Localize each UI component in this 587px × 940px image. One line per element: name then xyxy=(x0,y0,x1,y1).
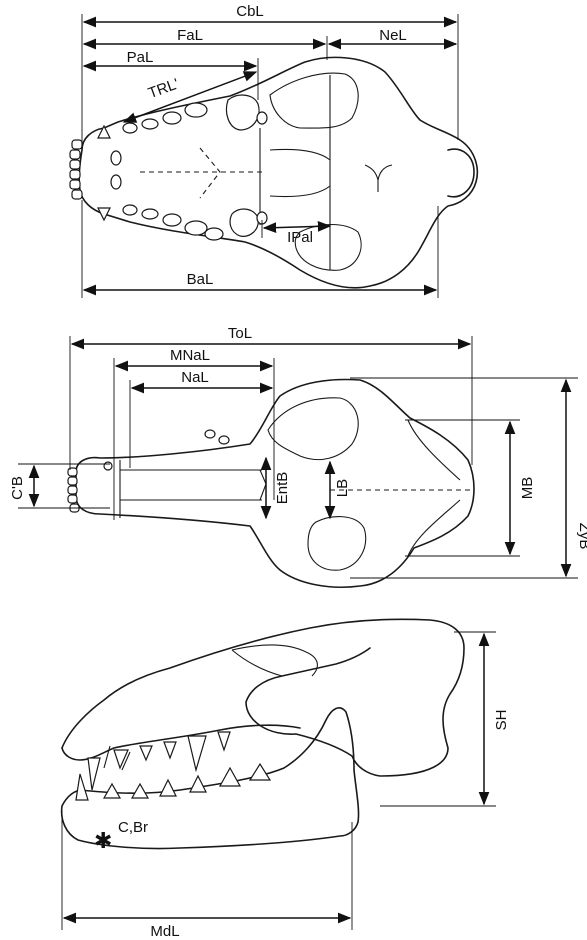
label-tol: ToL xyxy=(228,325,252,342)
lateral-lower-teeth xyxy=(75,762,272,801)
label-entb: EntB xyxy=(274,472,291,505)
dorsal-view: ToL MNaL NaL C'B EntB LB xyxy=(9,325,587,589)
dim-ipal: IPal xyxy=(261,220,332,246)
label-nel: NeL xyxy=(379,27,407,44)
label-lb: LB xyxy=(334,479,351,497)
dim-pal: PaL xyxy=(82,49,259,100)
dorsal-skull-outline xyxy=(75,378,475,589)
ventral-incisors xyxy=(69,139,83,200)
lateral-mandible-outline xyxy=(60,707,360,850)
lateral-cranium-outline xyxy=(61,618,465,777)
label-pal: PaL xyxy=(127,49,154,66)
dim-nel: NeL xyxy=(326,27,458,60)
label-cbr: C,Br xyxy=(118,819,148,836)
lateral-upper-teeth xyxy=(87,731,231,791)
dim-cbl: CbL xyxy=(81,3,459,150)
label-cbl: CbL xyxy=(236,3,264,20)
dim-entb: EntB xyxy=(260,456,291,520)
label-sh: SH xyxy=(493,710,510,731)
ventral-lower-tooth-row xyxy=(97,204,268,241)
dim-tol: ToL xyxy=(69,325,473,470)
label-fal: FaL xyxy=(177,27,203,44)
dim-mb: MB xyxy=(405,419,536,557)
dim-nal: NaL xyxy=(129,369,274,468)
dim-bal: BaL xyxy=(81,200,439,298)
label-ipal: IPal xyxy=(287,229,313,246)
dim-mnal: MNaL xyxy=(113,347,275,520)
lateral-view: ✱ C,Br SH MdL xyxy=(60,618,510,940)
label-mb: MB xyxy=(519,477,536,500)
label-mdl: MdL xyxy=(150,923,179,940)
label-nal: NaL xyxy=(181,369,209,386)
ventral-upper-tooth-row xyxy=(97,94,268,190)
dim-cb: C'B xyxy=(9,463,110,509)
ventral-view: CbL FaL NeL PaL TRL' IPal B xyxy=(69,3,479,298)
dim-sh: SH xyxy=(380,631,510,807)
label-bal: BaL xyxy=(187,271,214,288)
label-mnal: MNaL xyxy=(170,347,210,364)
ventral-skull-outline xyxy=(78,56,479,289)
dorsal-incisors xyxy=(67,467,80,513)
dim-fal: FaL xyxy=(82,27,327,50)
label-zyb: ZyB xyxy=(576,523,587,550)
measure-star-icon: ✱ xyxy=(94,829,112,854)
label-cb: C'B xyxy=(9,476,26,500)
label-trl: TRL' xyxy=(146,75,181,102)
dim-mdl: MdL xyxy=(61,810,353,940)
dim-lb: LB xyxy=(324,460,351,520)
dim-zyb: ZyB xyxy=(350,377,587,579)
